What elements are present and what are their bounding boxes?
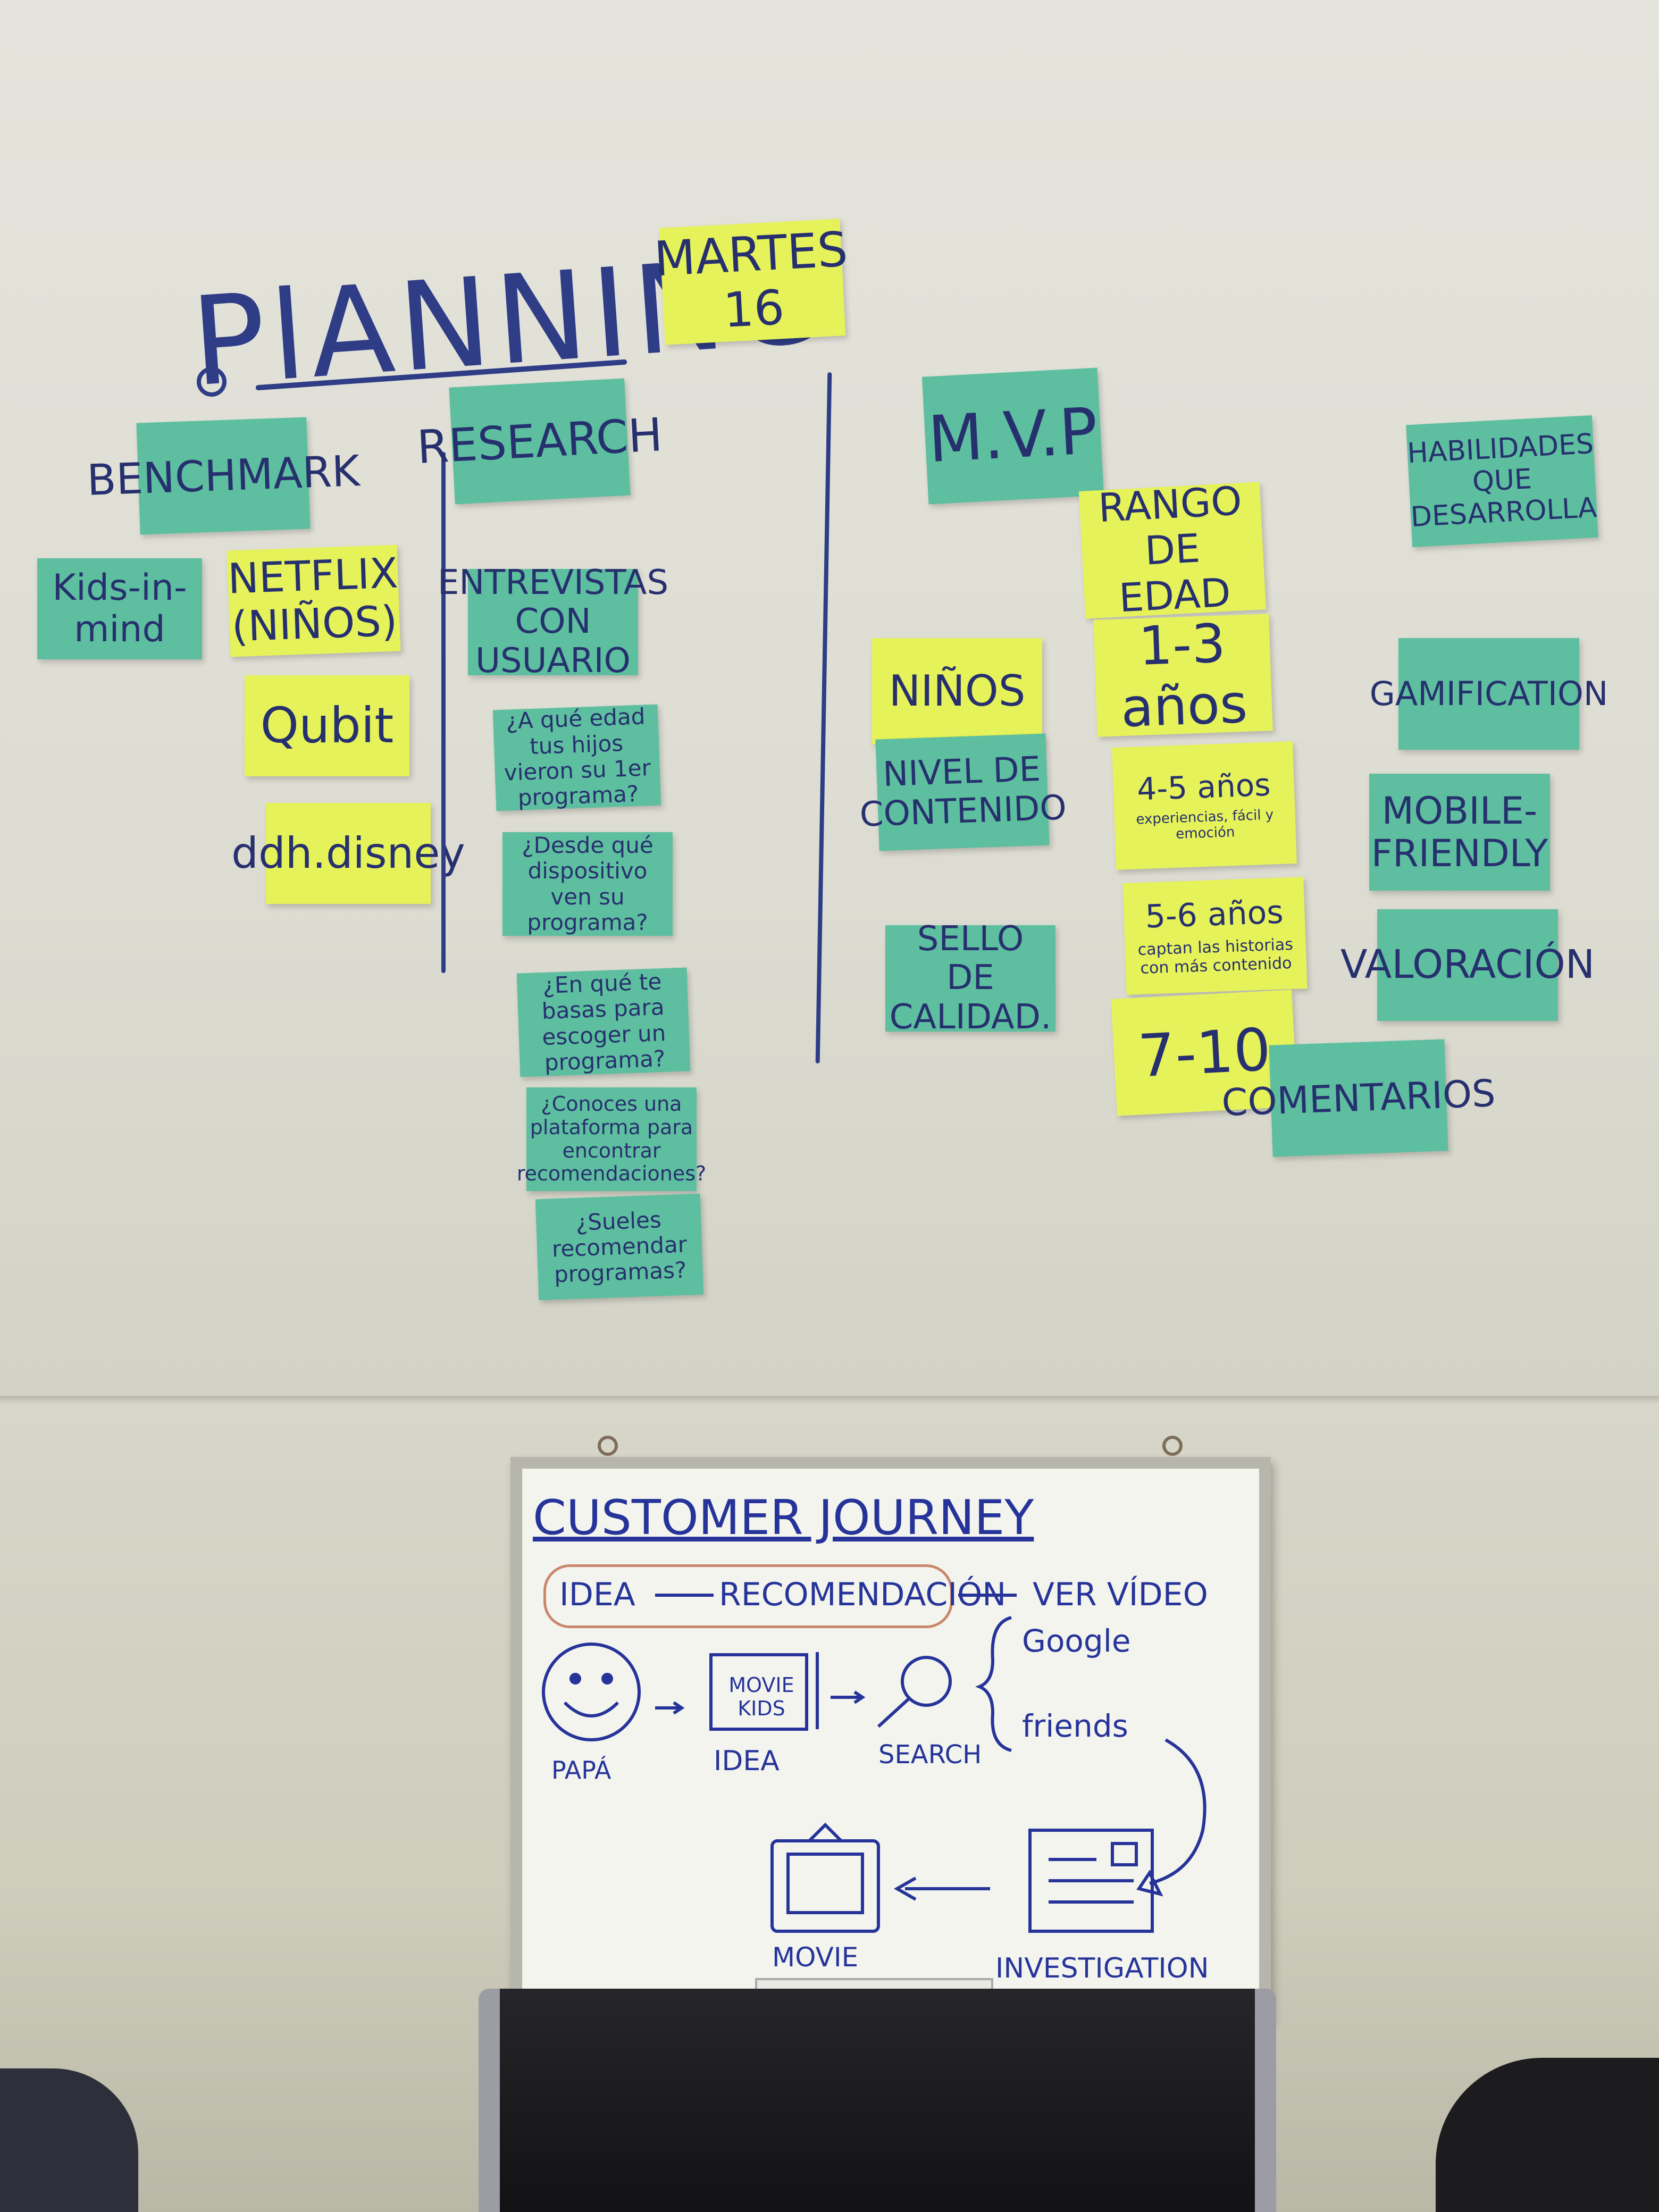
mvp-item-habilidades: HABILIDADES QUE DESARROLLA xyxy=(1406,415,1598,548)
tv-icon xyxy=(770,1822,880,1933)
age-range-label: 7-10 xyxy=(1136,1015,1272,1091)
customer-journey-whiteboard: CUSTOMER JOURNEY IDEA RECOMENDACIÓN VER … xyxy=(510,1457,1271,2021)
board-seam xyxy=(0,1396,1659,1403)
mvp-item-nivel: NIVEL DE CONTENIDO xyxy=(859,733,1067,851)
benchmark-item-qubit: Qubit xyxy=(245,675,409,776)
mvp-item-comentarios: COMENTARIOS xyxy=(1221,1039,1496,1157)
arrow-icon xyxy=(655,1701,685,1715)
step-google: Google xyxy=(1022,1623,1131,1659)
mvp-item-gamification: GAMIFICATION xyxy=(1370,638,1608,750)
research-header: RESEARCH xyxy=(416,378,664,505)
step-movie: MOVIE xyxy=(772,1942,859,1973)
chair-right xyxy=(1436,2058,1659,2212)
research-question: ¿Desde qué dispositivo ven su programa? xyxy=(502,832,673,936)
flow-idea: IDEA xyxy=(559,1576,635,1613)
hook-left xyxy=(598,1436,618,1456)
brace-icon xyxy=(975,1616,1012,1752)
laptop-icon xyxy=(1028,1829,1154,1933)
age-range-5-6: 5-6 años captan las historias con más co… xyxy=(1122,877,1308,995)
age-range-1-3: 1-3 años xyxy=(1093,612,1273,740)
research-divider xyxy=(441,452,446,973)
recommendation-highlight xyxy=(543,1564,953,1628)
step-idea-box: MOVIE KIDS xyxy=(728,1673,794,1720)
benchmark-item-netflix: NETFLIX (NIÑOS) xyxy=(227,544,401,657)
research-question: ¿En qué te basas para escoger un program… xyxy=(516,967,691,1077)
research-question: ¿Sueles recomendar programas? xyxy=(535,1193,704,1301)
date-note: MARTES 16 xyxy=(653,219,849,345)
mvp-divider xyxy=(815,372,832,1063)
flow-connector xyxy=(958,1594,1017,1597)
step-search: SEARCH xyxy=(878,1740,982,1770)
step-idea: IDEA xyxy=(714,1745,780,1777)
journey-sketch xyxy=(542,1616,1206,1933)
age-range-label: 5-6 años xyxy=(1144,893,1284,936)
age-range-note: experiencias, fácil y emoción xyxy=(1135,807,1274,843)
chair xyxy=(479,1989,1276,2212)
research-subheader: ENTREVISTAS CON USUARIO xyxy=(437,563,669,681)
arrow-left-icon xyxy=(893,1876,990,1901)
step-papa: PAPÁ xyxy=(551,1756,611,1784)
benchmark-item-disney: ddh.disney xyxy=(231,803,465,904)
age-range-4-5: 4-5 años experiencias, fácil y emoción xyxy=(1112,741,1297,870)
search-icon xyxy=(877,1656,952,1728)
age-range-note: captan las historias con más contenido xyxy=(1137,935,1294,978)
journey-flow: IDEA RECOMENDACIÓN VER VÍDEO xyxy=(543,1564,1245,1628)
mvp-item-mobile-friendly: MOBILE-FRIENDLY xyxy=(1369,774,1550,891)
step-investigation: INVESTIGATION xyxy=(995,1953,1209,1984)
research-question: ¿A qué edad tus hijos vieron su 1er prog… xyxy=(492,703,661,811)
journey-title: CUSTOMER JOURNEY xyxy=(533,1490,1034,1546)
age-range-label: 4-5 años xyxy=(1136,766,1271,808)
age-range-label: 1-3 años xyxy=(1120,612,1249,740)
research-question: ¿Conoces una plataforma para encontrar r… xyxy=(517,1087,706,1191)
curved-arrow-icon xyxy=(1136,1738,1206,1897)
smiley-icon xyxy=(542,1643,641,1741)
step-friends: friends xyxy=(1022,1708,1128,1744)
mvp-item-ninos: NIÑOS xyxy=(872,638,1042,744)
mvp-header: M.V.P xyxy=(921,367,1104,505)
benchmark-item-kids-in-mind: Kids-in-mind xyxy=(37,558,202,659)
movie-box-icon xyxy=(709,1652,819,1731)
mvp-item-sello: SELLO DE CALIDAD. xyxy=(885,919,1055,1037)
hook-right xyxy=(1162,1436,1183,1456)
flow-connector xyxy=(655,1594,714,1597)
mvp-item-valoracion: VALORACIÓN xyxy=(1340,909,1595,1021)
arrow-icon xyxy=(831,1690,866,1704)
age-range-header: RANGO DE EDAD xyxy=(1078,478,1267,621)
benchmark-header: BENCHMARK xyxy=(86,417,361,535)
flow-ver-video: VER VÍDEO xyxy=(1033,1576,1208,1613)
bullet-dot xyxy=(197,367,227,397)
